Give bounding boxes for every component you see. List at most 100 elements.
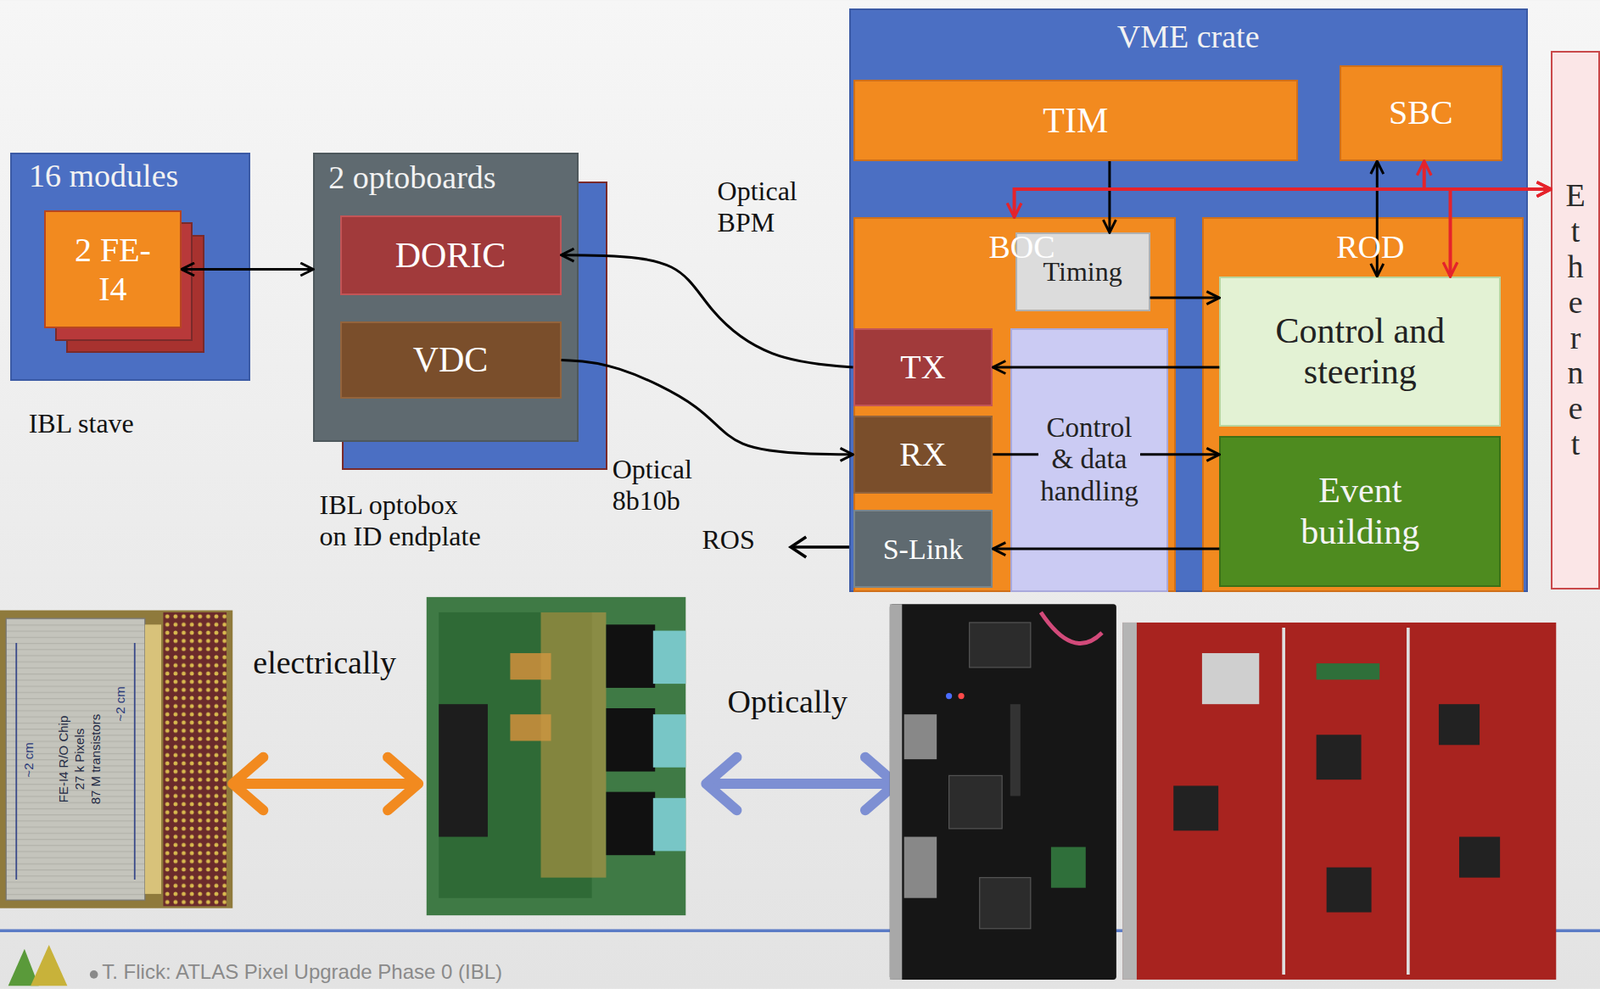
node-text: S-Link	[883, 532, 963, 566]
boc-board-photo	[889, 604, 1117, 980]
double-arrow-shaft	[236, 778, 413, 789]
boc-box: BOCTimingTX RX S-Link Control & data handli…	[853, 217, 1176, 592]
caption-label: IBL optobox on ID endplate	[318, 489, 487, 553]
signal-arrow	[992, 453, 1220, 456]
vdc-box: VDC	[340, 321, 562, 399]
chip	[1438, 704, 1480, 745]
chip	[949, 775, 1003, 829]
double-arrow-head	[705, 757, 737, 812]
logo-mark	[30, 945, 68, 986]
sfp-cage	[904, 837, 937, 899]
led	[957, 693, 964, 700]
frontend-chip-box: 2 FE-I4	[44, 210, 182, 330]
vme-crate-box: VME crateTIM SBC BOCTimingTX RX S-Link Contro…	[849, 8, 1528, 593]
chip-pad-row	[145, 624, 162, 895]
node-text: 2 FE-I4	[66, 230, 160, 309]
optoboard-photo	[426, 597, 687, 916]
ribbon-connector	[438, 704, 488, 837]
optical-connector	[605, 708, 655, 773]
node-text: 16 modules	[11, 154, 249, 196]
signal-arrow	[992, 548, 1220, 551]
rx-box: RX	[853, 415, 994, 495]
ethernet-link	[1424, 161, 1552, 190]
signal-arrow	[561, 360, 854, 455]
heatsink	[1202, 653, 1259, 705]
rod-board-photo	[1122, 622, 1556, 980]
rod-box: ROD Control and steeringEvent building	[1202, 217, 1524, 592]
dimension-label: ~2 cm	[21, 742, 36, 778]
optical-connector	[605, 624, 655, 689]
tx-box: TX	[853, 328, 994, 406]
footer-bullet	[89, 970, 99, 980]
node-text: DORIC	[395, 234, 507, 276]
node-text: Timing	[1043, 256, 1123, 288]
dimension-label: ~2 cm	[112, 686, 128, 722]
ethernet-link	[1014, 189, 1552, 218]
output-arrow	[791, 545, 851, 549]
double-arrow-head	[232, 757, 263, 812]
chip	[969, 622, 1031, 668]
chip	[979, 878, 1031, 929]
chip	[1316, 734, 1362, 780]
signal-arrow	[181, 268, 314, 271]
component	[540, 612, 606, 879]
dimension-line	[15, 643, 17, 880]
node-text: BOC	[855, 218, 1175, 267]
node-text: 2 optoboards	[314, 154, 577, 197]
signal-arrow	[1107, 161, 1111, 233]
signal-arrow	[1376, 161, 1379, 277]
node-text: SBC	[1388, 93, 1454, 133]
front-panel	[1122, 622, 1137, 980]
chip-die	[5, 618, 146, 901]
board-divider	[1406, 627, 1410, 975]
tim-box: TIM	[853, 79, 1298, 162]
node-text: Event building	[1275, 469, 1445, 553]
control-steering-box: Control and steering	[1219, 276, 1501, 427]
event-building-box: Event building	[1219, 436, 1501, 588]
chip	[1459, 837, 1500, 879]
node-text: VDC	[413, 339, 489, 381]
chip	[1173, 785, 1219, 831]
signal-arrow	[561, 255, 854, 368]
ethernet-box: Ethernet	[1550, 50, 1600, 590]
node-text: VME crate	[850, 10, 1527, 56]
front-panel	[889, 604, 902, 980]
double-arrow-head	[387, 757, 419, 812]
ribbon-cable	[1040, 612, 1103, 644]
chip-marking: 87 M transistors	[88, 714, 103, 806]
signal-arrow	[1150, 296, 1220, 300]
output-arrow-head	[790, 537, 806, 558]
connection-label: Optically	[727, 683, 848, 722]
fibre-cap	[653, 798, 686, 852]
sbc-box: SBC	[1339, 65, 1502, 162]
node-text: Ethernet	[1565, 178, 1586, 462]
footer-text: T. Flick: ATLAS Pixel Upgrade Phase 0 (I…	[101, 960, 503, 985]
doric-box: DORIC	[340, 215, 562, 296]
fibre-cap	[653, 631, 686, 685]
double-arrow-shaft	[710, 778, 890, 789]
sfp-cage	[904, 714, 937, 760]
connection-label: electrically	[252, 644, 397, 683]
ethernet-link	[1450, 189, 1552, 277]
board-divider	[1281, 627, 1286, 975]
node-text: Control & data handling	[1038, 412, 1141, 510]
dimension-line	[134, 643, 136, 880]
node-text: ROD	[1203, 218, 1522, 267]
chip-marking: FE-I4 R/O Chip	[55, 716, 71, 804]
caption-label: IBL stave	[28, 408, 135, 440]
connector	[1010, 704, 1021, 796]
node-text: RX	[899, 435, 947, 475]
mezzanine	[1051, 847, 1086, 889]
chip	[1326, 867, 1372, 913]
destination-label: ROS	[702, 524, 756, 556]
node-text: TX	[900, 347, 946, 387]
fibre-cap	[653, 714, 686, 768]
link-label: Optical BPM	[717, 175, 828, 239]
optical-connector	[605, 792, 655, 856]
node-text: Control and steering	[1249, 310, 1471, 393]
slink-box: S-Link	[853, 509, 994, 588]
optobox-box: 2 optoboardsDORIC VDC	[313, 152, 579, 442]
